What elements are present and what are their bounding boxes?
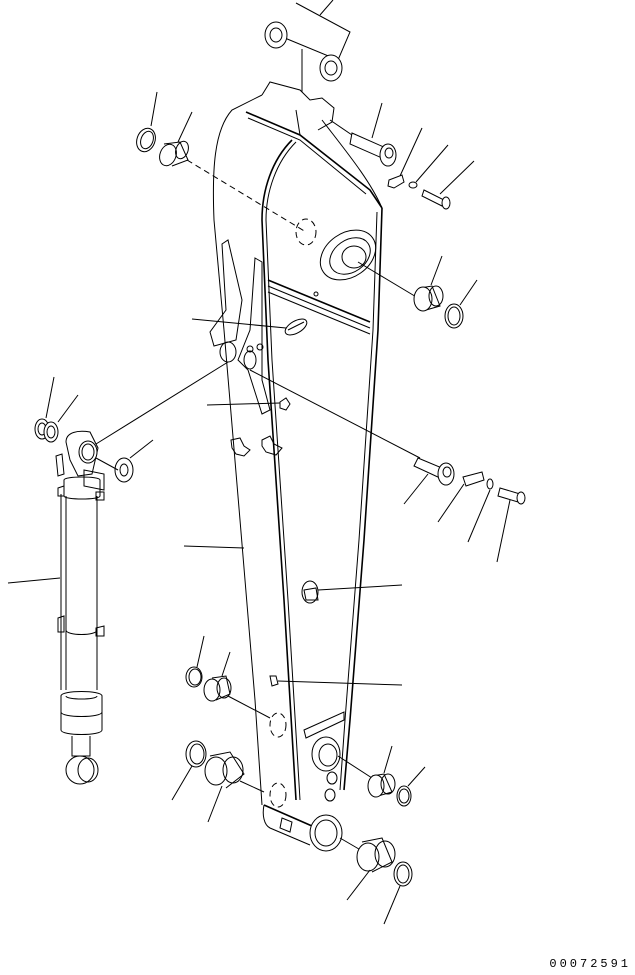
grease-plate-leader [192,319,286,328]
lower-left-seal-1 [186,636,204,687]
cylinder-washer [96,440,153,482]
lower-right-seal-2 [384,862,412,924]
cylinder-shims [35,377,78,442]
cylinder-pin-washer [468,479,493,542]
lower-right-seal-1 [397,767,425,806]
top-pin [330,103,396,166]
top-bolt [422,161,474,209]
lower-left-seal-2 [172,741,206,800]
bracket-clamp-leader [207,403,280,405]
cylinder-pin [250,370,454,504]
lower-left-bushing-1 [204,652,270,718]
lower-right-bushing-1 [338,746,395,797]
top-shims [265,0,350,92]
top-washer [409,145,448,188]
grease-fitting-leader [278,681,402,685]
upper-left-bushing [157,112,306,232]
cylinder-pin-bolt [497,488,525,562]
upper-right-bushing [358,256,443,311]
upper-right-seal [445,280,477,328]
arm-body-leader [184,546,244,548]
arm-body [210,82,385,851]
upper-left-seal [133,92,158,154]
cylinder-pin-plate [438,472,484,522]
top-pin-plate [388,128,422,188]
drawing-number: 00072591 [549,957,631,971]
lower-right-bushing-2 [340,838,395,900]
arm-cylinder [8,431,104,784]
mid-plug-leader [318,585,402,590]
cylinder-to-arm-leader [96,362,228,444]
lower-left-bushing-2 [205,752,264,822]
